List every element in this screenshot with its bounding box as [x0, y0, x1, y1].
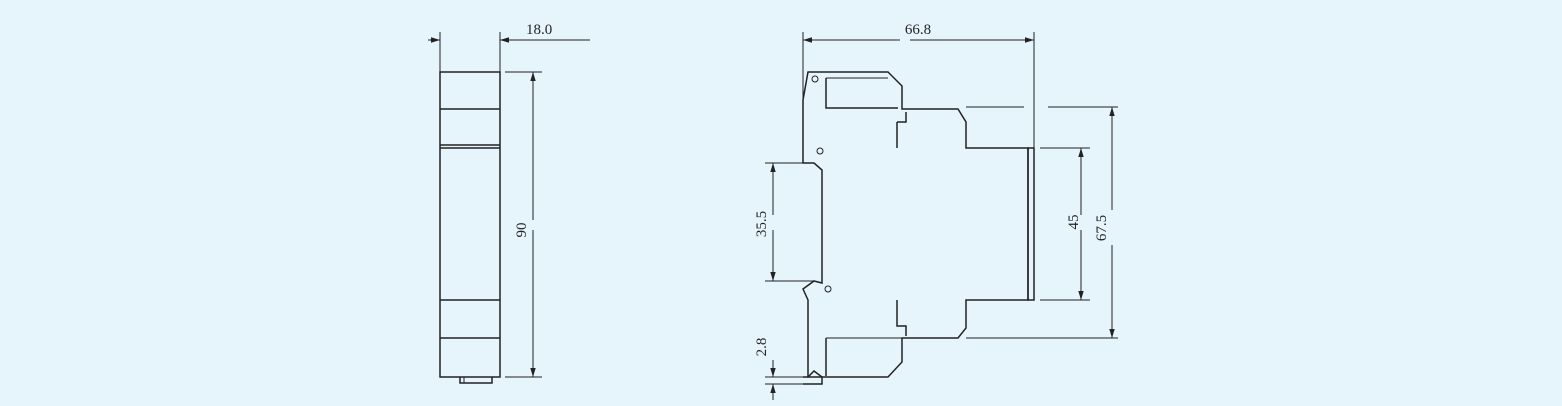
width-dimension: 18.0: [428, 22, 590, 72]
side-view-outline: [802, 71, 1029, 378]
front-height-label: 45: [1066, 215, 1082, 230]
hole-icon: [824, 285, 832, 293]
body-height-label: 67.5: [1094, 215, 1110, 241]
front-view: 18.0 90: [428, 22, 590, 384]
front-plate: [1027, 147, 1035, 301]
rail-dimension: 35.5: [754, 162, 814, 282]
body-height-dimension: 67.5: [1094, 107, 1115, 338]
hole-icon: [816, 147, 824, 155]
foot-label: 2.8: [754, 338, 770, 357]
depth-dimension: 66.8: [802, 22, 1035, 148]
height-label: 90: [514, 223, 530, 238]
side-view: 66.8 35.5 2.8 45 67.5: [754, 22, 1118, 400]
hole-icon: [811, 75, 819, 83]
rail-label: 35.5: [754, 211, 770, 237]
width-label: 18.0: [526, 22, 552, 38]
upper-terminal: [825, 78, 898, 109]
front-view-outline: [439, 71, 501, 378]
front-height-dimension: 45: [1066, 148, 1084, 300]
depth-label: 66.8: [905, 22, 931, 38]
front-view-clip: [459, 377, 493, 384]
foot: [803, 370, 823, 385]
foot-dimension: 2.8: [754, 338, 803, 400]
height-dimension: 90: [505, 71, 542, 378]
